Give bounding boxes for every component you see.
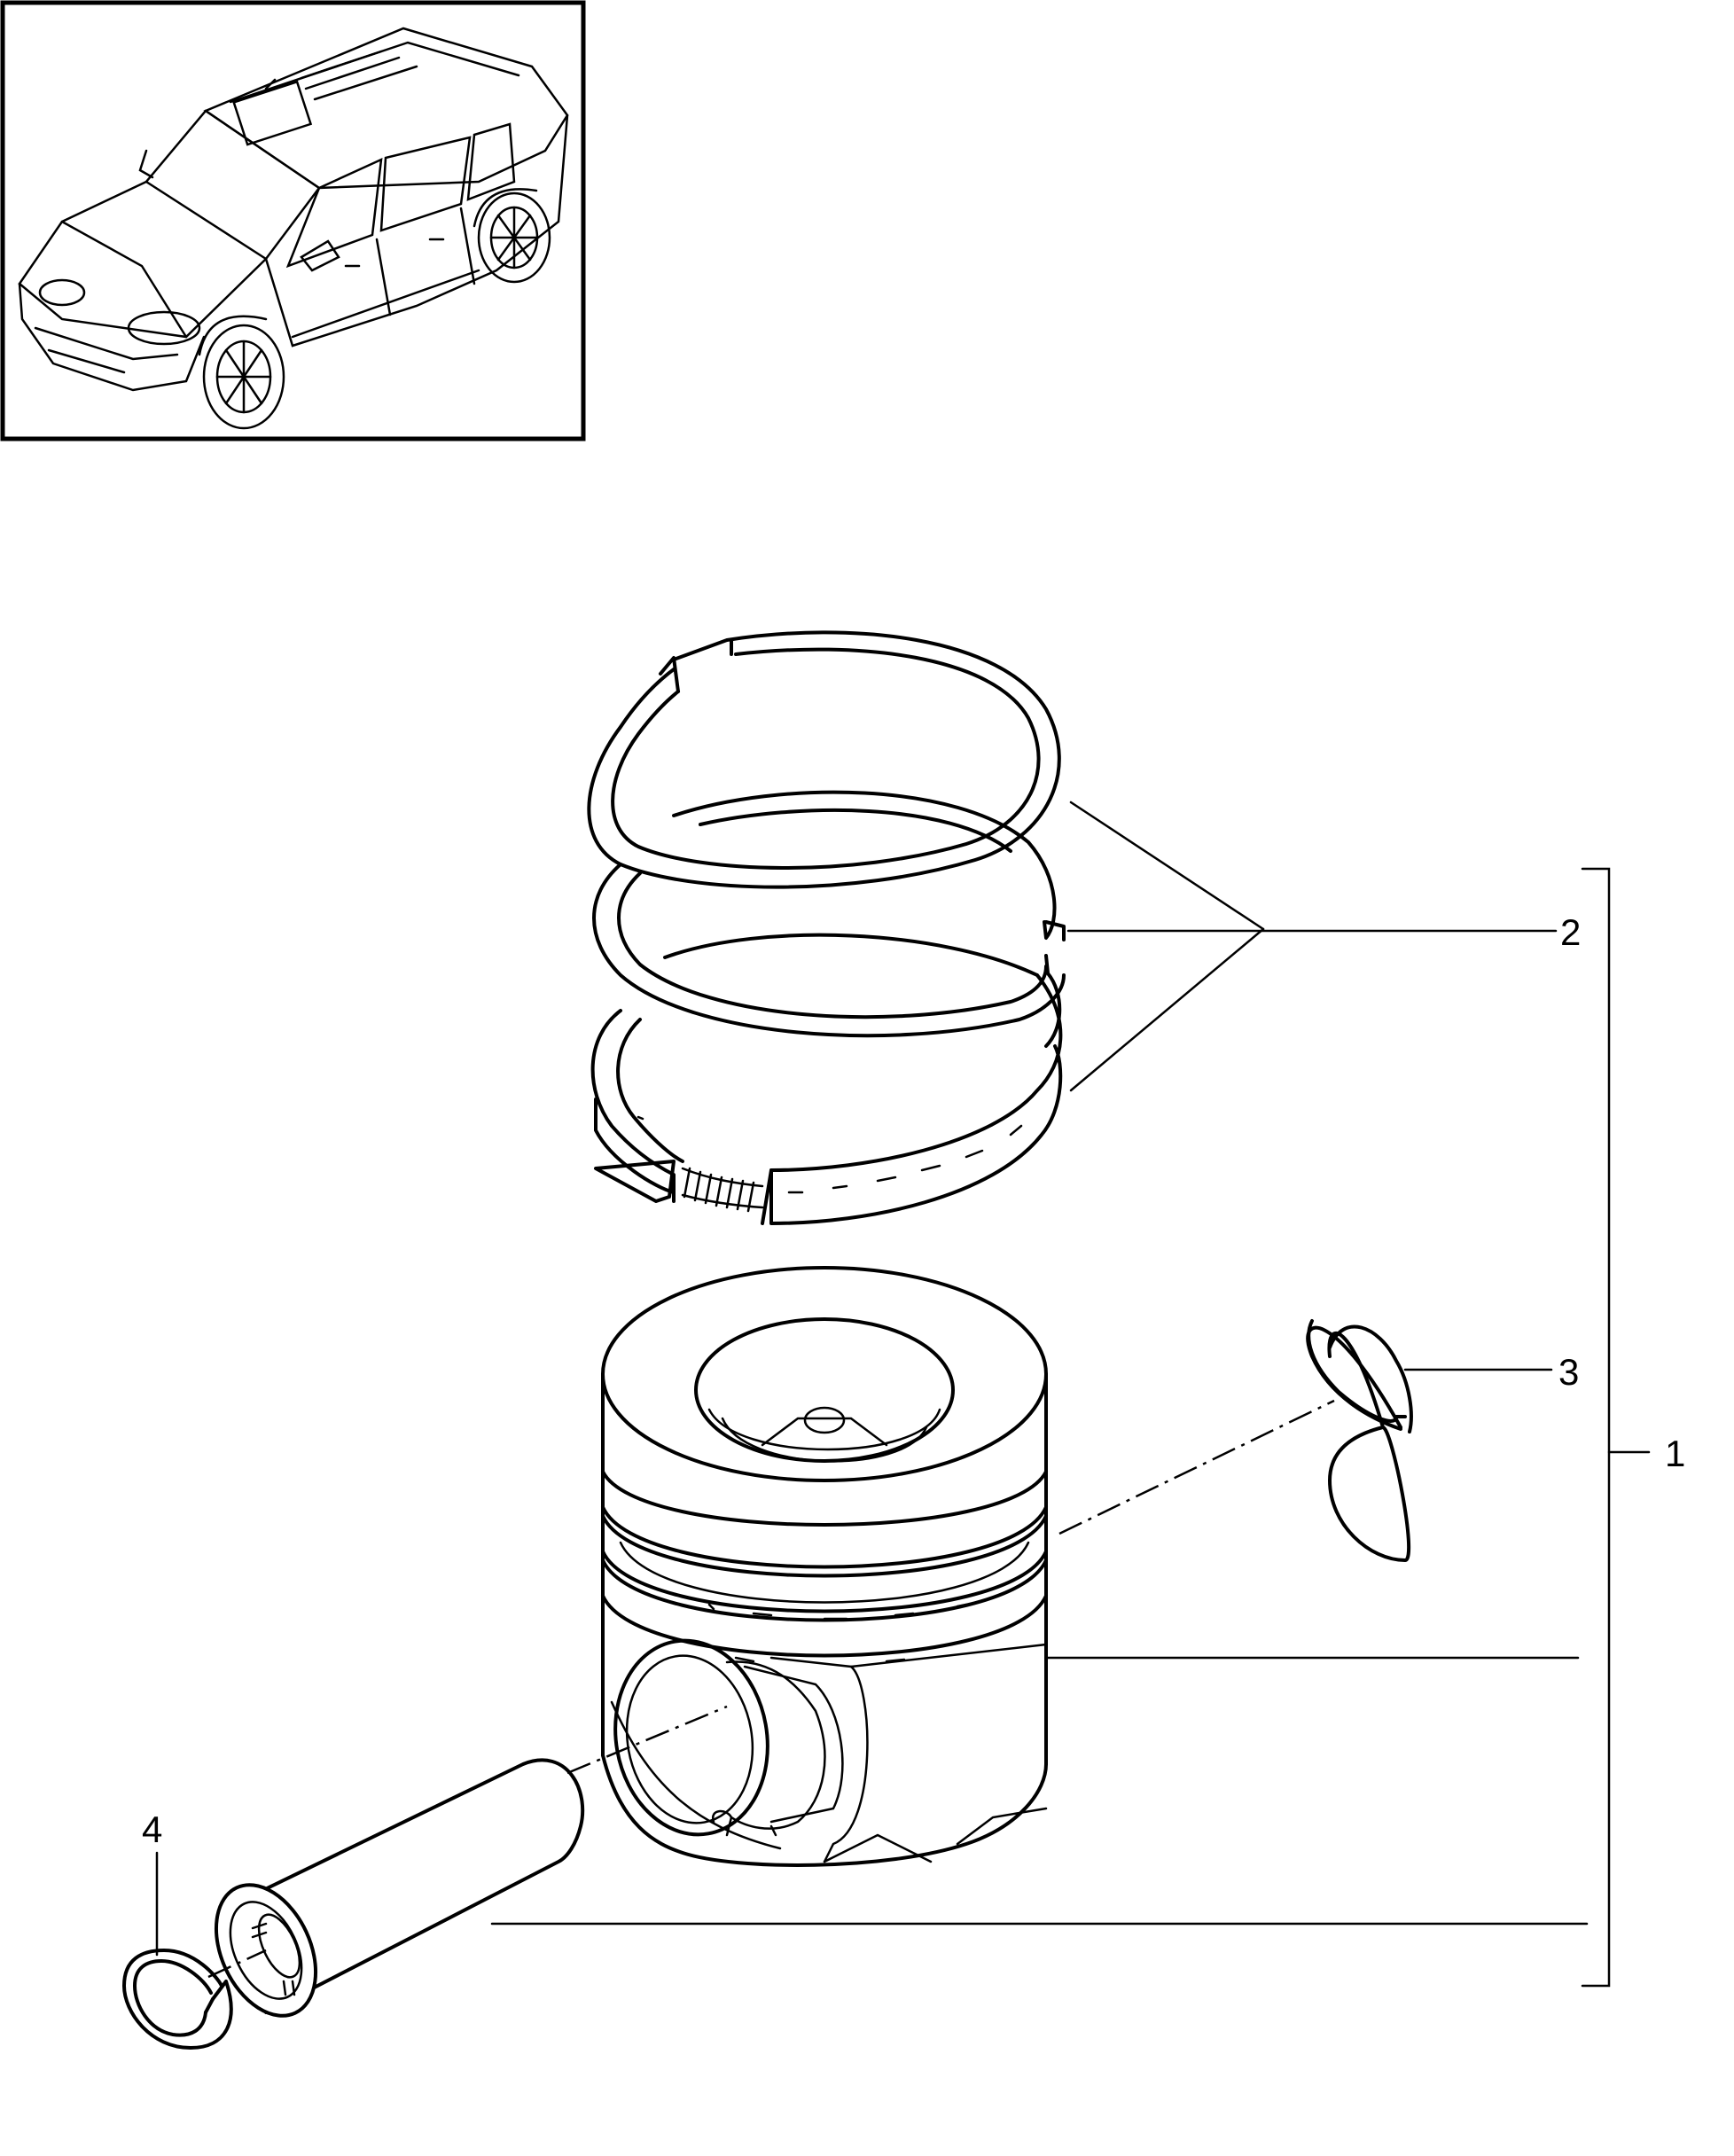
vehicle-suv-icon <box>18 27 569 430</box>
circlip-right[interactable] <box>1306 1319 1413 1562</box>
oil-control-ring <box>590 933 1063 1225</box>
callout-3: 3 <box>1558 1351 1579 1393</box>
callout-2: 2 <box>1560 911 1581 953</box>
middle-compression-ring <box>592 790 1066 1038</box>
piston-rings[interactable] <box>587 630 1066 1225</box>
piston-pin[interactable] <box>197 1758 585 2031</box>
callout-1: 1 <box>1665 1433 1685 1474</box>
callout-4: 4 <box>142 1808 162 1850</box>
circlip-left[interactable] <box>122 1949 233 2050</box>
top-compression-ring <box>587 630 1061 889</box>
leader-lines <box>155 801 1651 1988</box>
vehicle-thumbnail[interactable] <box>0 0 586 441</box>
piston[interactable] <box>600 1266 1048 1867</box>
